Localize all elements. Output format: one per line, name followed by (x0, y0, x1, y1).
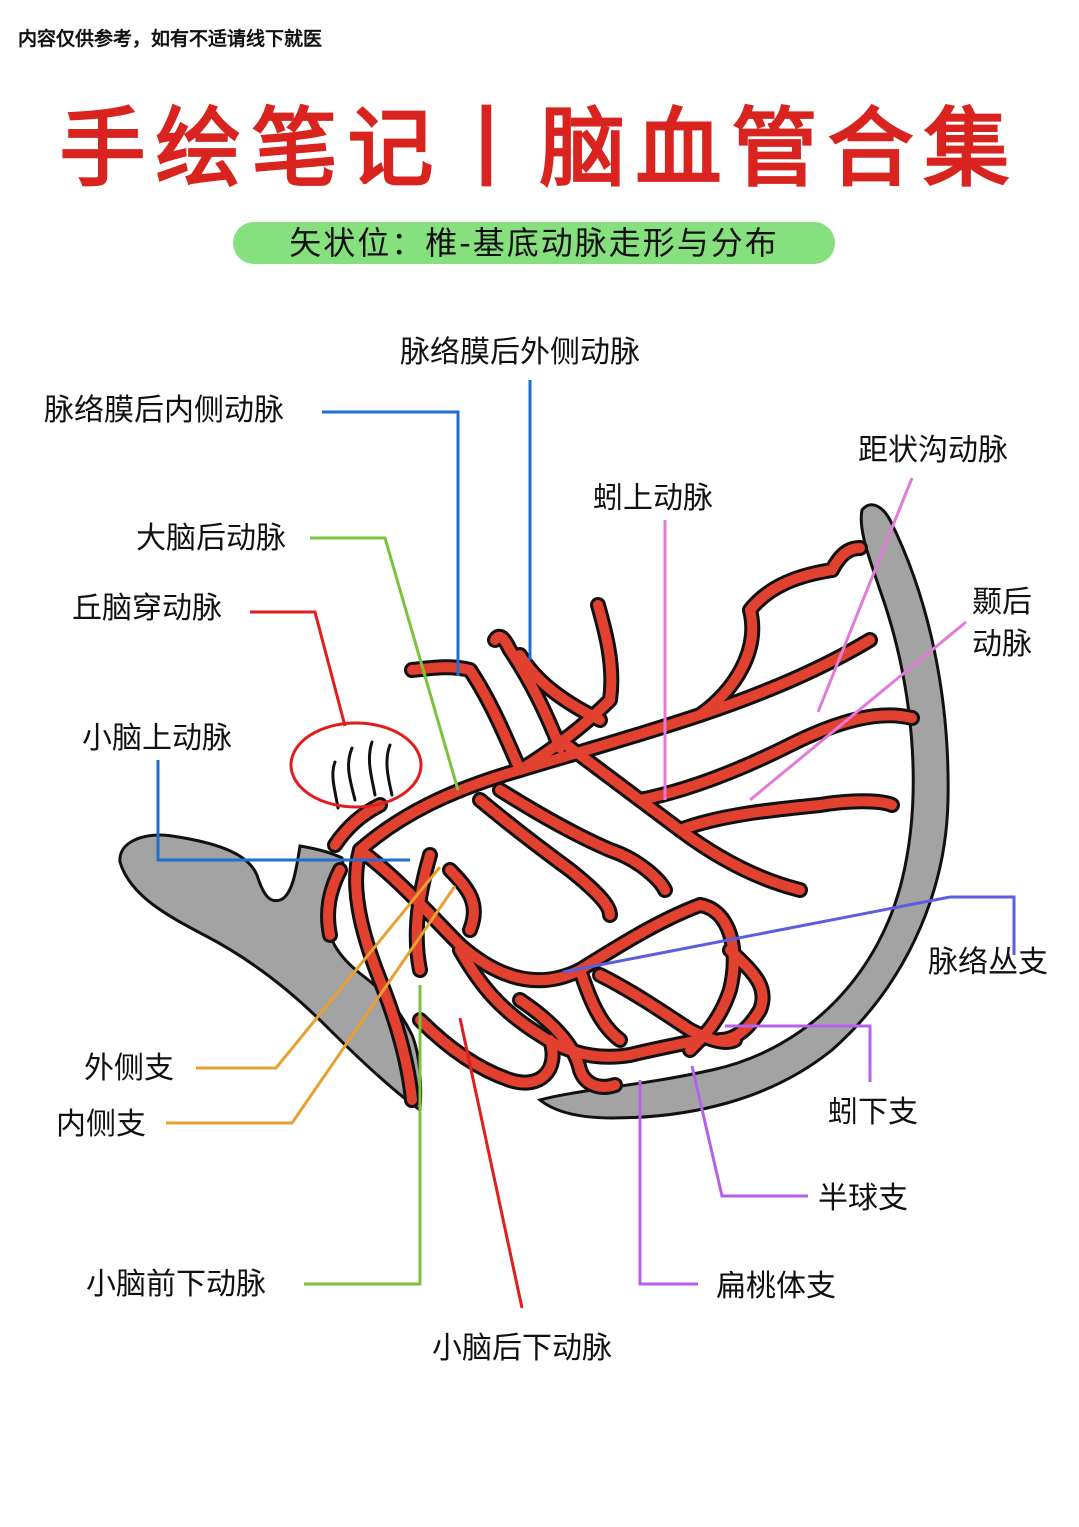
label-calcarine-artery: 距状沟动脉 (858, 433, 1008, 468)
label-inferior-vermian-branch: 蚓下支 (828, 1095, 918, 1130)
label-posterior-cerebral-artery: 大脑后动脉 (136, 521, 286, 556)
label-superior-cerebellar-artery: 小脑上动脉 (82, 721, 232, 756)
label-tonsillar-branch: 扁桃体支 (716, 1269, 836, 1304)
subtitle-banner: 矢状位：椎-基底动脉走形与分布 (233, 222, 835, 264)
label-choroidal-posterior-lateral: 脉络膜后外侧动脉 (400, 335, 640, 370)
artery-network (320, 540, 920, 1108)
label-hemispheric-branch: 半球支 (818, 1181, 908, 1216)
label-choroidal-posterior-medial: 脉络膜后内侧动脉 (44, 393, 284, 428)
label-lateral-branch: 外侧支 (84, 1051, 174, 1086)
label-medial-branch: 内侧支 (56, 1107, 146, 1142)
disclaimer-text: 内容仅供参考，如有不适请线下就医 (18, 28, 323, 50)
label-superior-vermian-artery: 蚓上动脉 (593, 481, 713, 516)
label-posterior-temporal-artery-line1: 颞后 (972, 585, 1032, 620)
tentorium-shape (536, 503, 950, 1120)
thalamoperforating-highlight-circle (289, 721, 423, 809)
label-choroid-plexus-branch: 脉络丛支 (928, 945, 1048, 980)
label-anterior-inferior-cerebellar-artery: 小脑前下动脉 (86, 1267, 266, 1302)
label-posterior-inferior-cerebellar-artery: 小脑后下动脉 (432, 1331, 612, 1366)
leader-lines (156, 380, 1016, 1309)
brainstem-shape (118, 833, 423, 1113)
label-thalamoperforating-artery: 丘脑穿动脉 (72, 591, 222, 626)
page-title: 手绘笔记丨脑血管合集 (59, 99, 1020, 199)
label-posterior-temporal-artery-line2: 动脉 (972, 627, 1032, 662)
diagram-labels: 脉络膜后外侧动脉 脉络膜后内侧动脉 距状沟动脉 蚓上动脉 大脑后动脉 颞后 动脉… (44, 335, 1048, 1366)
